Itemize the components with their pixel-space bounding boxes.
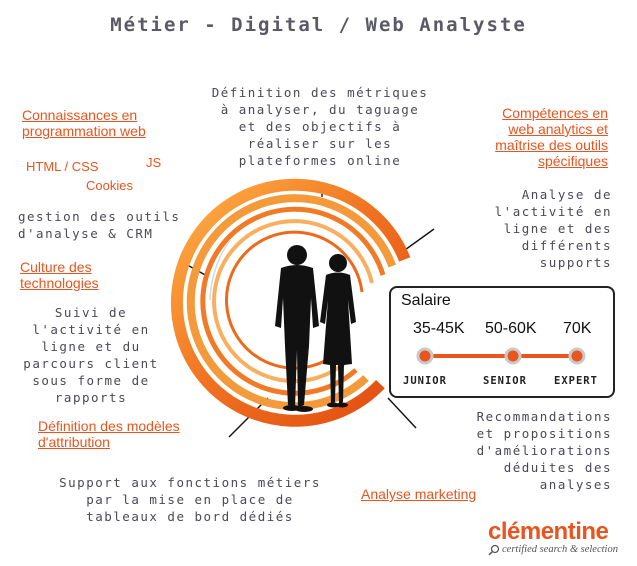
label-modeles-attribution: Définition des modèles d'attribution (38, 418, 180, 450)
salary-amount-expert: 70K (563, 320, 592, 337)
dot-senior (504, 347, 522, 365)
label-culture-technologies: Culture des technologies (20, 259, 99, 291)
text-recommandations: Recommandations et propositions d'amélio… (476, 409, 612, 492)
text-suivi-activite: Suivi de l'activité en ligne et du parco… (23, 305, 159, 405)
salary-box: Salaire 35-45K 50-60K 70K JUNIOR SENIOR … (389, 286, 615, 398)
level-senior: SENIOR (483, 375, 527, 387)
text-support-fonctions: Support aux fonctions métiers par la mis… (59, 475, 321, 524)
salary-scale (416, 347, 586, 365)
label-js: JS (146, 155, 162, 170)
text-gestion-outils: gestion des outils d'analyse & CRM (18, 209, 181, 241)
dot-junior (416, 347, 434, 365)
logo-tagline: certified search & selection (502, 544, 618, 555)
connector-bottom-right (387, 397, 417, 429)
salary-title: Salaire (401, 292, 451, 309)
ring-arc-4 (212, 219, 374, 384)
logo-name: clémentine (488, 518, 609, 545)
label-analyse-marketing: Analyse marketing (361, 486, 477, 502)
level-expert: EXPERT (554, 375, 598, 387)
label-cookies: Cookies (86, 178, 133, 193)
label-programmation-web: Connaissances en programmation web (22, 107, 146, 139)
level-junior: JUNIOR (403, 375, 447, 387)
silhouette-woman (320, 254, 356, 408)
ring-arc-inner (224, 230, 364, 370)
salary-amount-senior: 50-60K (485, 320, 537, 337)
label-competences-web-analytics: Compétences en web analytics et maîtrise… (495, 105, 608, 169)
label-html-css: HTML / CSS (26, 159, 99, 174)
ring-arc-outer (171, 178, 411, 427)
salary-amount-junior: 35-45K (413, 320, 465, 337)
dot-expert (568, 347, 586, 365)
page-title: Métier - Digital / Web Analyste (110, 14, 527, 36)
text-analyse-activite: Analyse de l'activité en ligne et des di… (494, 187, 612, 270)
clementine-logo: clémentine certified search & selection (488, 520, 618, 556)
ring-ticks (209, 239, 231, 301)
silhouette-man (275, 245, 319, 412)
text-definition-metriques: Définition des métriques à analyser, du … (211, 85, 429, 168)
magnifier-icon (488, 544, 500, 556)
